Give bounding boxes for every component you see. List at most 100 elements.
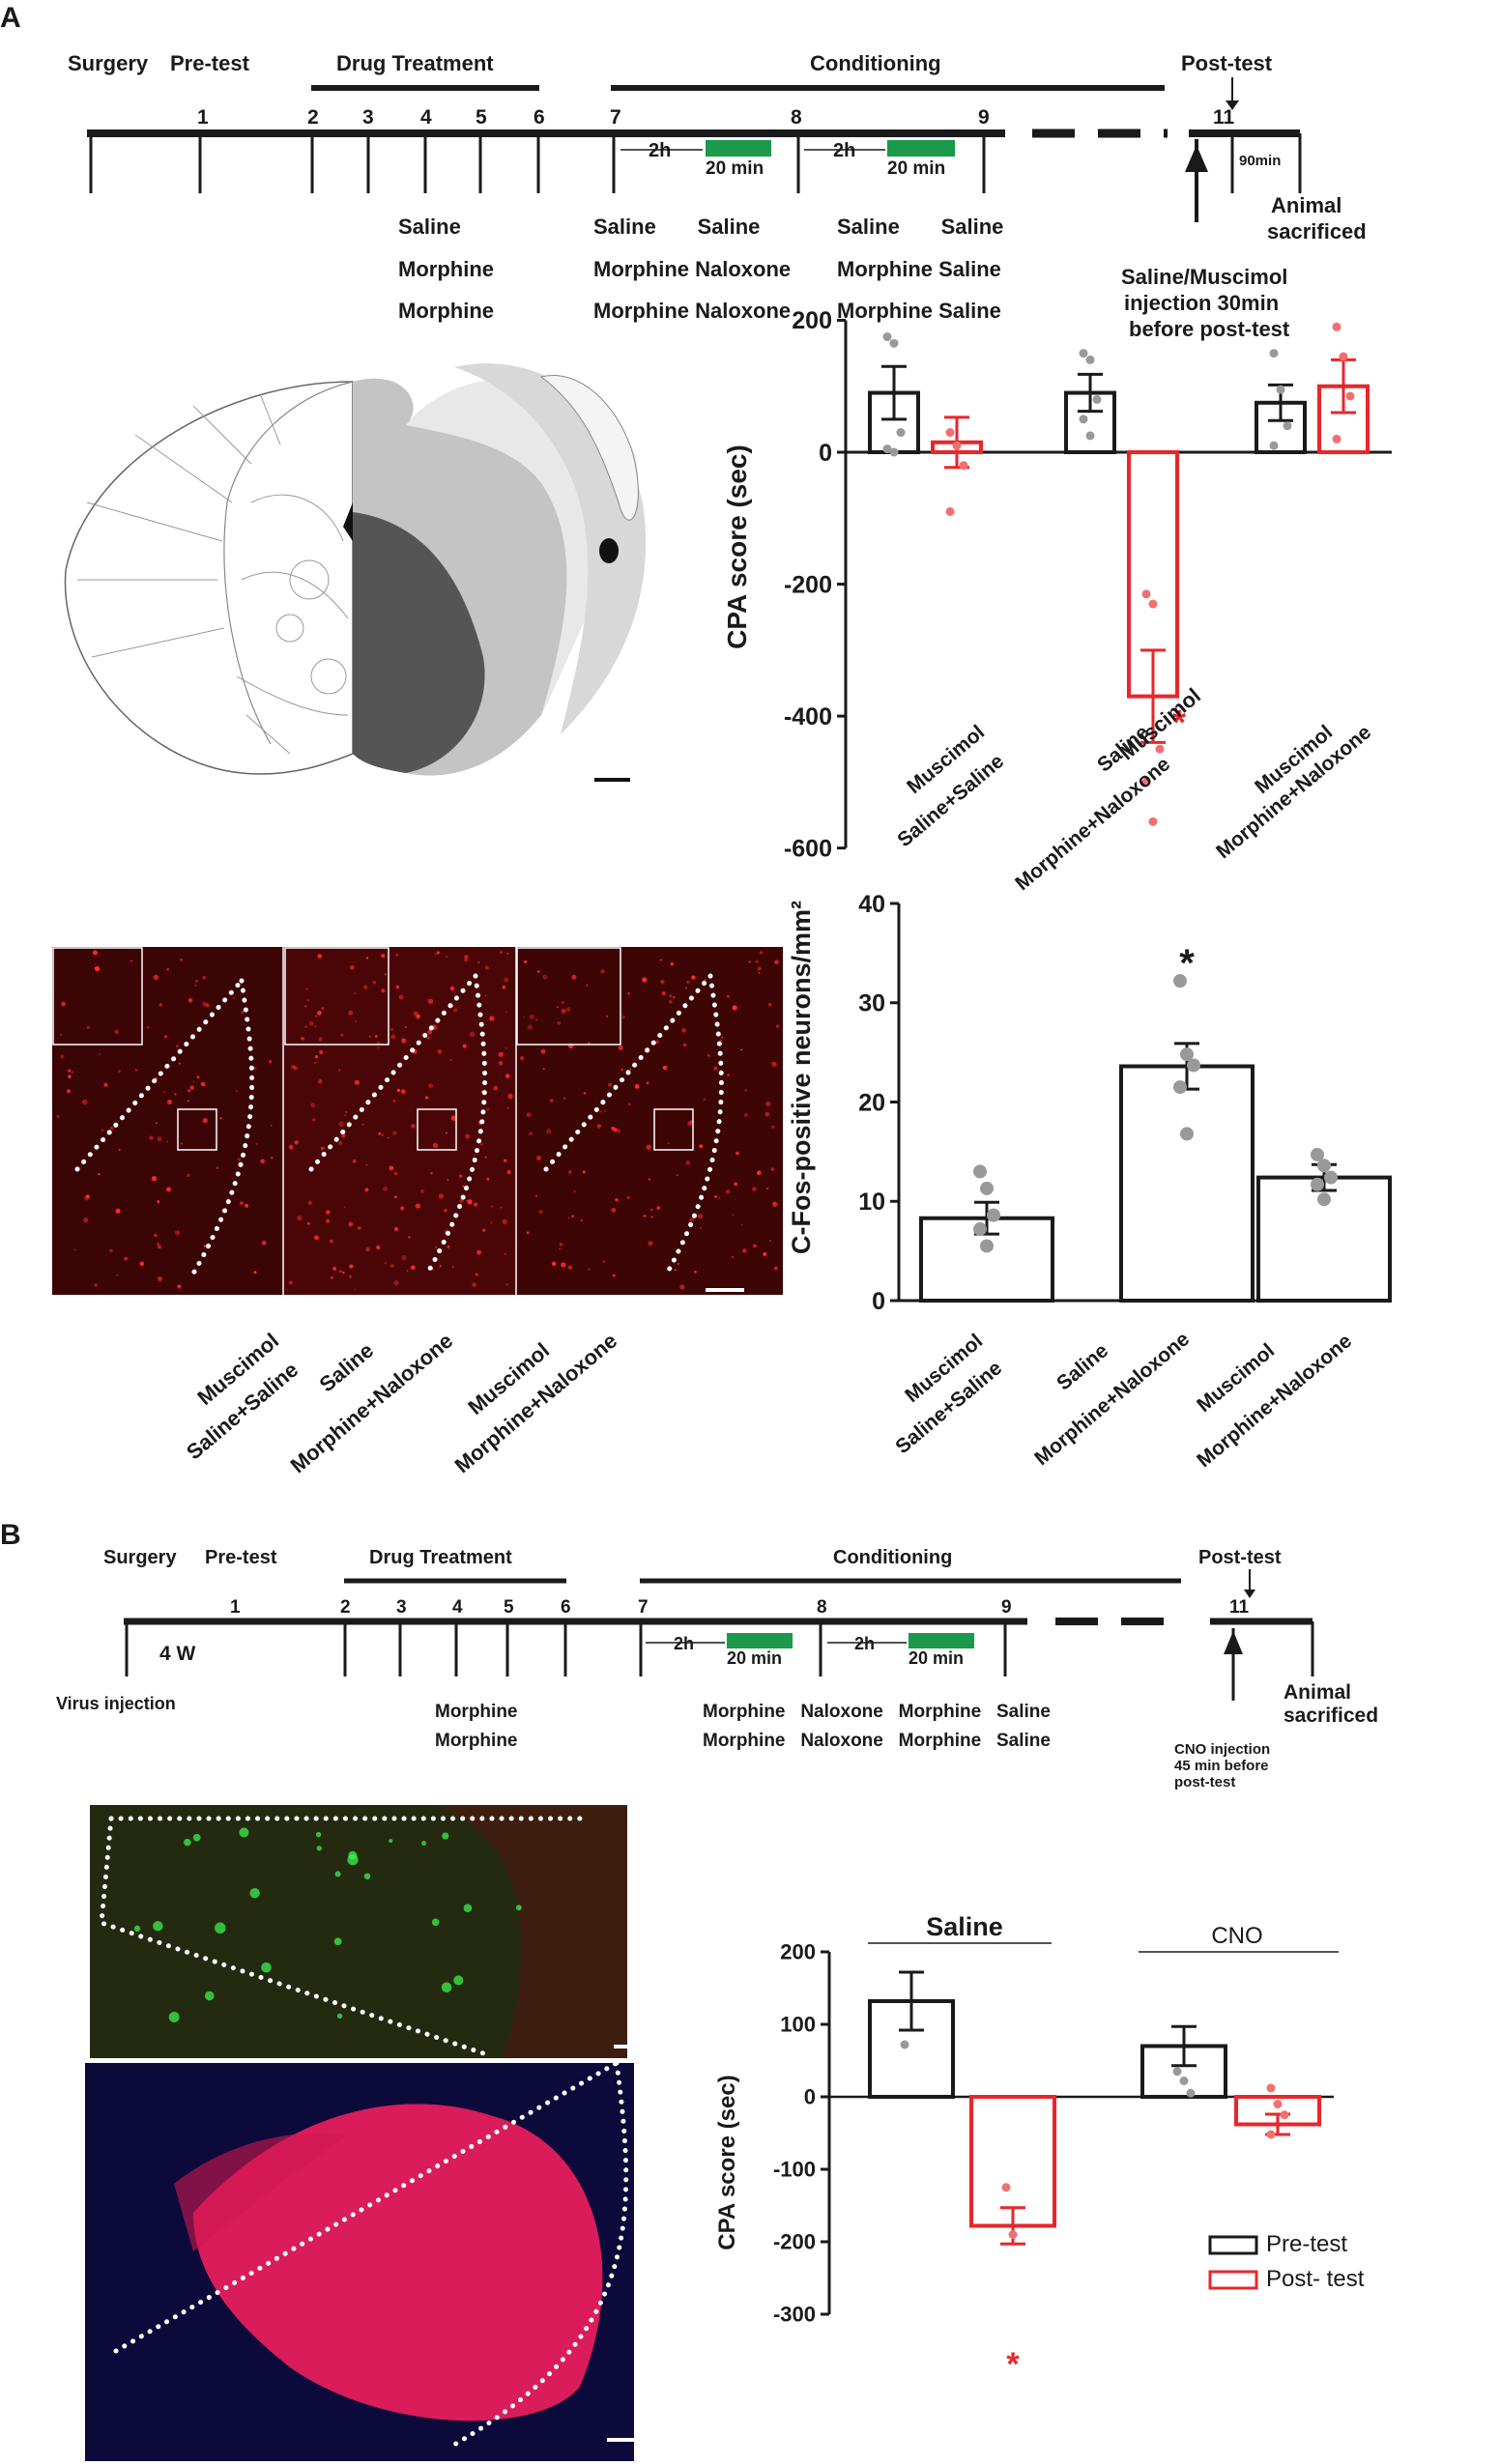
data-point [1092, 394, 1102, 404]
y-tick-label: 0 [804, 2085, 816, 2109]
svg-text:8: 8 [817, 1597, 827, 1618]
svg-text:Saline: Saline [398, 215, 461, 239]
svg-text:11: 11 [1213, 106, 1235, 129]
svg-text:Drug Treatment: Drug Treatment [369, 1547, 512, 1568]
cpa-b-ylabel: CPA score (sec) [714, 2075, 740, 2249]
svg-text:20 min: 20 min [727, 1648, 782, 1668]
svg-text:7: 7 [638, 1597, 649, 1618]
y-tick-label: 40 [858, 891, 885, 918]
data-point [1008, 2230, 1018, 2239]
y-tick-label: 20 [858, 1089, 885, 1116]
svg-text:6: 6 [534, 106, 545, 129]
phase-surgery: Surgery [68, 51, 149, 75]
data-point [1324, 1170, 1338, 1185]
data-point [1339, 352, 1348, 361]
data-point [1273, 2100, 1283, 2108]
data-point [1079, 415, 1088, 424]
group-title-saline: Saline [926, 1912, 1003, 1941]
svg-text:3: 3 [396, 1597, 407, 1618]
svg-text:1: 1 [197, 106, 209, 129]
cfos-image-3 [516, 947, 783, 1295]
data-point [973, 1164, 987, 1179]
data-point [973, 1222, 987, 1237]
data-point [1332, 434, 1341, 444]
svg-text:Animal: Animal [1284, 1681, 1351, 1704]
arrow-up-icon [1185, 145, 1208, 172]
svg-text:Morphine: Morphine [435, 1731, 518, 1751]
svg-text:20 min: 20 min [887, 158, 945, 179]
svg-text:Morphine+Naloxone: Morphine+Naloxone [1030, 1328, 1194, 1470]
svg-text:Morphine: Morphine [435, 1702, 518, 1722]
data-point [1141, 777, 1151, 787]
svg-text:Animal: Animal [1271, 193, 1341, 217]
y-tick-label: -200 [784, 571, 832, 598]
y-tick-label: 10 [858, 1189, 885, 1216]
svg-text:Saline Saline: Saline Saline [837, 215, 1003, 239]
data-point [896, 428, 906, 438]
svg-text:2h: 2h [833, 140, 855, 161]
virus-expression-images [85, 1805, 649, 2461]
data-point [882, 332, 892, 342]
svg-text:20 min: 20 min [706, 158, 764, 179]
svg-text:7: 7 [610, 106, 621, 129]
data-point [1155, 744, 1165, 754]
data-point [882, 444, 892, 454]
svg-text:90min: 90min [1239, 153, 1281, 169]
data-point [1148, 599, 1158, 609]
data-point [1269, 441, 1279, 450]
svg-text:Morphine Naloxone Morphine: Morphine Naloxone Morphine Saline [703, 1702, 1051, 1722]
svg-text:8: 8 [791, 106, 802, 129]
y-tick-label: -100 [773, 2158, 816, 2182]
data-point [889, 447, 899, 457]
legend: Pre-test Post- test [1208, 2231, 1365, 2292]
data-point [1317, 1159, 1331, 1173]
data-point [1085, 355, 1095, 364]
data-point [1283, 421, 1292, 431]
data-point [1148, 817, 1158, 826]
session-bar [727, 1633, 793, 1648]
cfos-xlabels: Muscimol Saline+Saline Saline Morphine+N… [891, 1328, 1356, 1472]
svg-text:2: 2 [340, 1597, 351, 1618]
svg-text:Morphine: Morphine [398, 257, 494, 281]
svg-text:injection 30min: injection 30min [1124, 291, 1279, 315]
svg-text:Pre-test: Pre-test [205, 1547, 277, 1568]
phase-drug-treatment: Drug Treatment [336, 51, 494, 75]
cpa-chart-b: CPA score (sec) Saline CNO 2001000-100-2… [714, 1912, 1365, 2383]
data-point [1280, 2110, 1289, 2120]
data-point [1317, 1192, 1331, 1207]
data-point [1001, 2183, 1011, 2192]
y-tick-label: -600 [784, 835, 832, 862]
data-point [1172, 2067, 1182, 2077]
data-point [1179, 2077, 1189, 2085]
svg-text:Saline Saline: Saline Saline [593, 215, 760, 239]
svg-text:2h: 2h [649, 140, 671, 161]
session-bar [887, 140, 955, 157]
y-tick-label: -200 [773, 2230, 816, 2254]
svg-text:post-test: post-test [1174, 1774, 1235, 1791]
svg-text:9: 9 [1001, 1597, 1012, 1618]
y-tick-label: 200 [780, 1940, 816, 1964]
svg-text:Saline/Muscimol: Saline/Muscimol [1121, 265, 1287, 289]
y-tick-label: 30 [858, 990, 885, 1017]
svg-text:Conditioning: Conditioning [833, 1547, 952, 1568]
data-point [900, 2040, 909, 2049]
y-tick-label: -400 [784, 703, 832, 731]
svg-text:Post- test: Post- test [1266, 2266, 1365, 2292]
session-bar [706, 140, 771, 157]
svg-text:Surgery: Surgery [103, 1547, 177, 1568]
significance-star: * [1006, 2346, 1020, 2383]
conditioning-session-1: 2h 20 min [620, 140, 771, 179]
conditioning-session-2: 2h 20 min [804, 140, 955, 179]
data-point [1141, 589, 1151, 599]
data-point [952, 441, 962, 450]
panel-b-label: B [0, 1519, 21, 1551]
data-point [1187, 1058, 1200, 1073]
phase-posttest: Post-test [1181, 51, 1273, 75]
svg-text:Morphine Naloxone: Morphine Naloxone [593, 299, 791, 323]
data-point [1332, 322, 1341, 331]
data-point [1180, 1047, 1194, 1062]
svg-text:1: 1 [230, 1597, 241, 1618]
group-title-cno: CNO [1211, 1923, 1262, 1949]
